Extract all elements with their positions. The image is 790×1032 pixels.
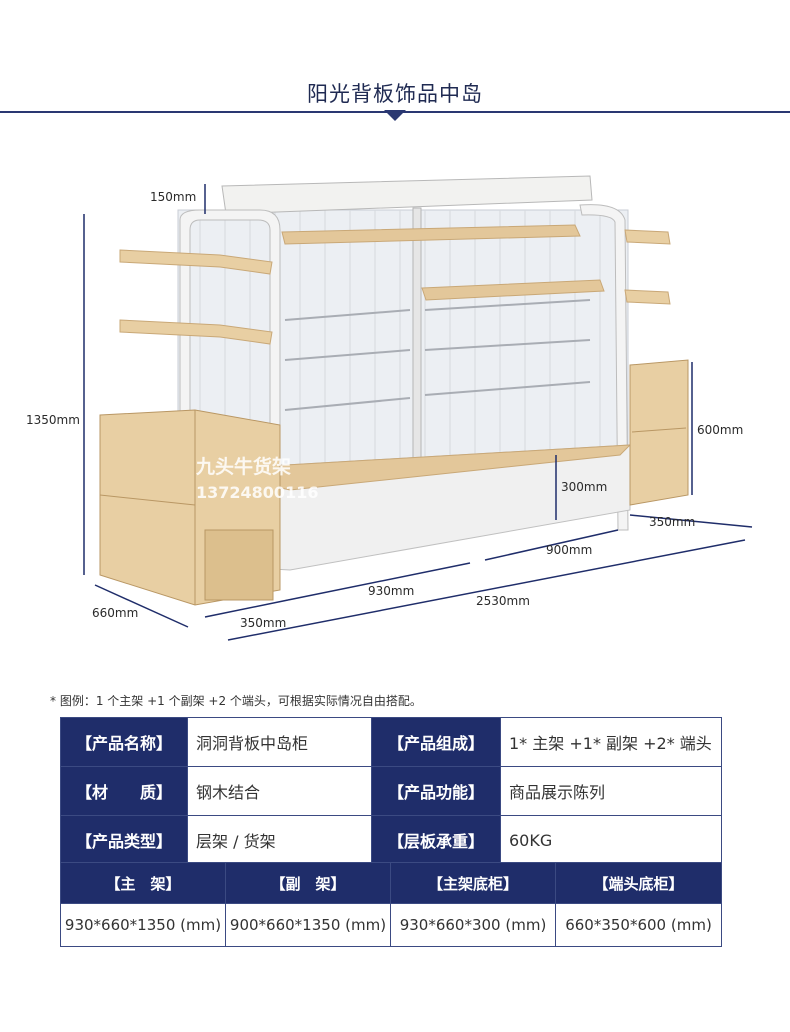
spec-label: 【产品名称】: [60, 717, 188, 767]
wood-shelf: [421, 279, 605, 301]
spec-value: 钢木结合: [187, 766, 372, 816]
spec-value: 层架 / 货架: [187, 815, 372, 865]
product-figure: 150mm 1350mm 600mm 300mm 660mm 350mm 930…: [0, 170, 790, 650]
spec-label: 【层板承重】: [371, 815, 501, 865]
spec-value: 商品展示陈列: [500, 766, 722, 816]
shelf-illustration: [83, 175, 753, 641]
page-title: 阳光背板饰品中岛: [307, 82, 483, 106]
side-shelf: [119, 249, 273, 275]
size-header: 【端头底柜】: [555, 862, 722, 904]
legend-note: * 图例：1 个主架 +1 个副架 +2 个端头，可根据实际情况自由搭配。: [50, 694, 422, 708]
dim-top-height: 150mm: [150, 190, 197, 204]
table-header-row: 【主 架】 【副 架】 【主架底柜】 【端头底柜】: [60, 862, 722, 904]
hook-bars: [284, 299, 591, 411]
size-value: 900*660*1350 (mm): [225, 903, 391, 947]
side-shelf: [624, 289, 671, 305]
size-table: 【主 架】 【副 架】 【主架底柜】 【端头底柜】 930*660*1350 (…: [60, 862, 722, 947]
dim-total-width: 2530mm: [476, 594, 530, 608]
wood-shelf: [281, 224, 581, 245]
dim-end-depth-right: 350mm: [649, 515, 696, 529]
dim-total-height: 1350mm: [26, 413, 80, 427]
down-arrow-icon: [384, 110, 406, 121]
watermark-phone: 13724800116: [196, 483, 319, 502]
size-value: 930*660*300 (mm): [390, 903, 556, 947]
dim-main-width: 930mm: [368, 584, 415, 598]
table-row: 【产品类型】 层架 / 货架 【层板承重】 60KG: [60, 815, 722, 865]
spec-value: 洞洞背板中岛柜: [187, 717, 372, 767]
dim-end-depth-left: 350mm: [240, 616, 287, 630]
spec-label: 【产品组成】: [371, 717, 501, 767]
side-shelf: [119, 319, 273, 345]
size-header: 【副 架】: [225, 862, 391, 904]
spec-value: 60KG: [500, 815, 722, 865]
size-value: 930*660*1350 (mm): [60, 903, 226, 947]
size-header: 【主 架】: [60, 862, 226, 904]
dim-sub-width: 900mm: [546, 543, 593, 557]
spec-label: 【产品功能】: [371, 766, 501, 816]
spec-value: 1* 主架 +1* 副架 +2* 端头: [500, 717, 722, 767]
cabinet-door: [204, 529, 274, 601]
table-row: 930*660*1350 (mm) 900*660*1350 (mm) 930*…: [60, 903, 722, 947]
dim-base-height: 300mm: [561, 480, 608, 494]
table-row: 【产品名称】 洞洞背板中岛柜 【产品组成】 1* 主架 +1* 副架 +2* 端…: [60, 717, 722, 767]
top-lightbox: [221, 175, 593, 215]
size-value: 660*350*600 (mm): [555, 903, 722, 947]
watermark-brand: 九头牛货架: [196, 456, 292, 478]
size-header: 【主架底柜】: [390, 862, 556, 904]
spec-label: 【产品类型】: [60, 815, 188, 865]
table-row: 【材 质】 钢木结合 【产品功能】 商品展示陈列: [60, 766, 722, 816]
spec-table: 【产品名称】 洞洞背板中岛柜 【产品组成】 1* 主架 +1* 副架 +2* 端…: [60, 717, 722, 865]
side-shelf: [624, 229, 671, 245]
dim-depth: 660mm: [92, 606, 139, 620]
spec-label: 【材 质】: [60, 766, 188, 816]
right-end-cabinet: [629, 359, 689, 506]
dim-end-height: 600mm: [697, 423, 744, 437]
dimension-lines: [83, 184, 753, 641]
